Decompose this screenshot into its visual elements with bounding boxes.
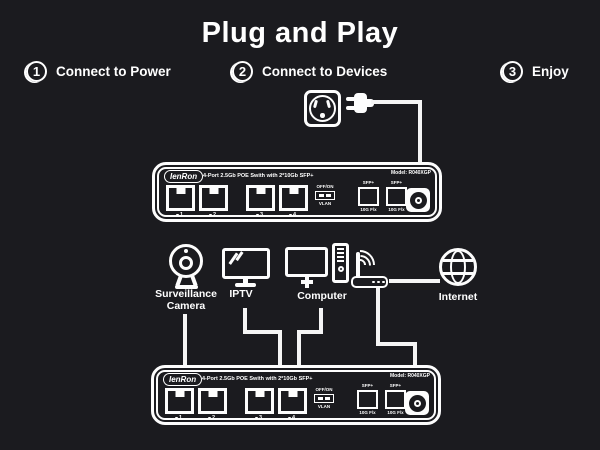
sfp-1-slot	[358, 187, 379, 206]
sfp-1-speed-label: 10G F/x	[360, 206, 377, 212]
top-switch-model: Model: R040XGP	[390, 169, 431, 176]
router-cable-v1	[376, 288, 380, 346]
dip-switch-label-bottom: VLAN	[318, 200, 332, 206]
dip-switch-label-top: OFF/ON	[315, 387, 333, 392]
bottom-switch-product-name: 4-Port 2.5Gb POE Swith with 2*10Gb SFP+	[202, 376, 313, 382]
router-internet-cable	[389, 279, 440, 283]
port-1-label: 1	[176, 212, 183, 218]
rj45-port-3	[245, 388, 274, 414]
step-2-label: Connect to Devices	[262, 64, 388, 79]
camera-cable	[183, 314, 187, 367]
step-2: 2 Connect to Devices	[232, 61, 387, 82]
sfp-2-slot	[385, 390, 406, 409]
dip-switch: OFF/ON VLAN	[311, 184, 339, 206]
surveillance-camera-label: Surveillance Camera	[155, 288, 217, 312]
rj45-port-2	[198, 388, 227, 414]
sfp-1-label: SFP+	[361, 383, 374, 388]
dip-toggle-1	[319, 193, 324, 198]
dip-toggle-2	[325, 396, 330, 401]
rj45-port-1	[166, 185, 195, 211]
rj45-port-4	[279, 185, 308, 211]
dc-power-jack	[406, 188, 430, 212]
bottom-switch-model: Model: R040XGP	[389, 372, 430, 379]
port-3-label: 3	[255, 415, 262, 421]
top-switch-brand-logo: IenRon	[164, 170, 204, 183]
step-1: 1 Connect to Power	[26, 61, 171, 82]
dip-switch-block	[315, 191, 335, 200]
dip-switch-label-top: OFF/ON	[316, 184, 334, 189]
sfp-port-1: SFP+ 10G F/x	[356, 180, 381, 212]
port-2-label: 2	[209, 212, 216, 218]
iptv-cable-h	[243, 330, 282, 334]
step-2-number-icon: 2	[232, 61, 253, 82]
iptv-cable-v1	[243, 308, 247, 334]
rj45-port-4	[278, 388, 307, 414]
computer-cable-v2	[297, 330, 301, 367]
step-3-number-icon: 3	[502, 61, 523, 82]
step-3: 3 Enjoy	[502, 61, 569, 82]
router-cable-h	[376, 342, 417, 346]
sfp-2-label: SFP+	[389, 383, 402, 388]
top-switch: IenRon 4-Port 2.5Gb POE Swith with 2*10G…	[152, 162, 442, 222]
rj45-port-3	[246, 185, 275, 211]
sfp-2-label: SFP+	[390, 180, 403, 185]
computer-cable-v1	[319, 308, 323, 334]
step-1-number-icon: 1	[26, 61, 47, 82]
bottom-switch-faceplate	[156, 370, 436, 420]
step-3-label: Enjoy	[532, 64, 569, 79]
sfp-2-speed-label: 10G F/x	[387, 409, 404, 415]
step-1-label: Connect to Power	[56, 64, 171, 79]
internet-label: Internet	[438, 291, 478, 303]
rj45-port-2	[199, 185, 228, 211]
computer-cable-h	[297, 330, 323, 334]
dip-switch-block	[314, 394, 334, 403]
iptv-cable-v2	[278, 330, 282, 367]
computer-label: Computer	[297, 290, 347, 302]
top-switch-faceplate	[157, 167, 437, 217]
sfp-1-label: SFP+	[362, 180, 375, 185]
rj45-port-1	[165, 388, 194, 414]
bottom-switch-brand-logo: IenRon	[163, 373, 203, 386]
sfp-1-slot	[357, 390, 378, 409]
page-title: Plug and Play	[201, 17, 399, 49]
dc-power-jack	[405, 391, 429, 415]
iptv-label: IPTV	[229, 288, 253, 300]
router-cable-v2	[413, 342, 417, 368]
dip-toggle-2	[326, 193, 331, 198]
sfp-2-speed-label: 10G F/x	[388, 206, 405, 212]
dip-toggle-1	[318, 396, 323, 401]
sfp-port-1: SFP+ 10G F/x	[355, 383, 380, 415]
dip-switch: OFF/ON VLAN	[310, 387, 338, 409]
power-cord-horizontal	[371, 100, 422, 104]
sfp-2-slot	[386, 187, 407, 206]
dip-switch-label-bottom: VLAN	[317, 403, 331, 409]
bottom-switch: IenRon 4-Port 2.5Gb POE Swith with 2*10G…	[151, 365, 441, 425]
port-2-label: 2	[208, 415, 215, 421]
port-3-label: 3	[256, 212, 263, 218]
sfp-1-speed-label: 10G F/x	[359, 409, 376, 415]
port-4-label: 4	[289, 212, 296, 218]
port-4-label: 4	[288, 415, 295, 421]
top-switch-product-name: 4-Port 2.5Gb POE Swith with 2*10Gb SFP+	[203, 173, 314, 179]
power-cord-vertical	[418, 100, 422, 164]
port-1-label: 1	[175, 415, 182, 421]
